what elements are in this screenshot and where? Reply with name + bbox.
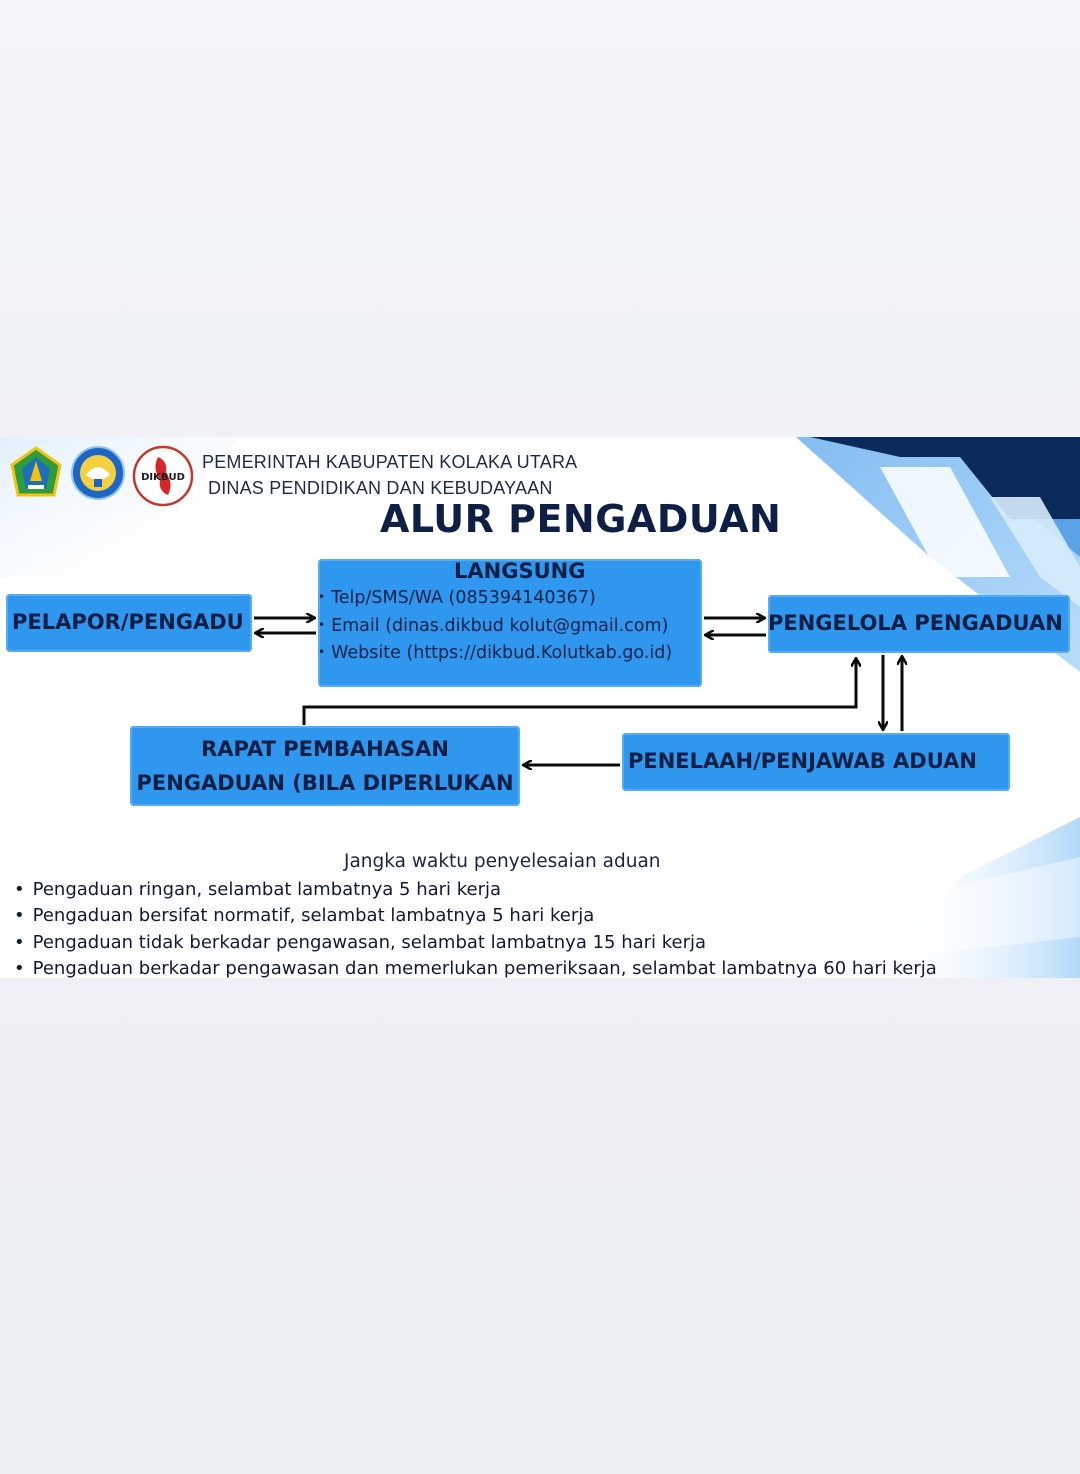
node-pengelola: PENGELOLA PENGADUAN <box>768 595 1070 653</box>
deadline-item: Pengaduan tidak berkadar pengawasan, sel… <box>14 930 937 956</box>
tut-wuri-handayani-icon <box>70 445 126 501</box>
svg-text:DIKBUD: DIKBUD <box>141 472 185 483</box>
dikbud-logo-icon: DIKBUD <box>132 445 194 507</box>
kolaka-utara-emblem-icon <box>8 445 64 501</box>
deadline-item: Pengaduan berkadar pengawasan dan memerl… <box>14 956 937 978</box>
node-pelapor: PELAPOR/PENGADU <box>6 594 252 652</box>
node-pelapor-label: PELAPOR/PENGADU <box>12 610 244 634</box>
deadline-item: Pengaduan bersifat normatif, selambat la… <box>14 903 937 929</box>
node-rapat-line2: PENGADUAN (BILA DIPERLUKAN <box>136 771 514 795</box>
arrow-rapat-to-pengelola <box>302 659 856 725</box>
node-rapat-label: RAPAT PEMBAHASAN PENGADUAN (BILA DIPERLU… <box>130 732 520 800</box>
page-title: ALUR PENGADUAN <box>380 497 782 541</box>
header-department-name: DINAS PENDIDIKAN DAN KEBUDAYAAN <box>208 478 553 498</box>
contact-phone: Telp/SMS/WA (085394140367) <box>318 585 672 613</box>
node-langsung-label: LANGSUNG <box>454 559 586 583</box>
node-pengelola-label: PENGELOLA PENGADUAN <box>768 611 1063 635</box>
header-government-name: PEMERINTAH KABUPATEN KOLAKA UTARA <box>202 452 578 472</box>
deadline-heading: Jangka waktu penyelesaian aduan <box>344 851 661 872</box>
contact-list: Telp/SMS/WA (085394140367) Email (dinas.… <box>318 585 672 668</box>
node-penelaah: PENELAAH/PENJAWAB ADUAN <box>622 733 1010 791</box>
node-rapat: RAPAT PEMBAHASAN PENGADUAN (BILA DIPERLU… <box>130 726 520 806</box>
deadline-list: Pengaduan ringan, selambat lambatnya 5 h… <box>14 877 937 978</box>
flow-arrows <box>254 437 1080 978</box>
infographic-banner: DIKBUD PEMERINTAH KABUPATEN KOLAKA UTARA… <box>0 437 1080 978</box>
node-penelaah-label: PENELAAH/PENJAWAB ADUAN <box>628 749 977 773</box>
contact-email: Email (dinas.dikbud kolut@gmail.com) <box>318 613 672 641</box>
deadline-item: Pengaduan ringan, selambat lambatnya 5 h… <box>14 877 937 903</box>
contact-website: Website (https://dikbud.Kolutkab.go.id) <box>318 640 672 668</box>
logo-group: DIKBUD <box>8 445 194 507</box>
node-langsung: LANGSUNG Telp/SMS/WA (085394140367) Emai… <box>318 559 702 687</box>
node-rapat-line1: RAPAT PEMBAHASAN <box>201 737 449 761</box>
